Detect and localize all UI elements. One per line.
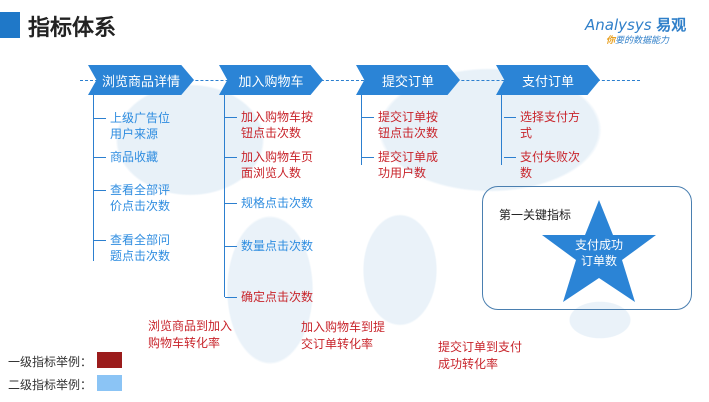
rate-browse-to-cart: 浏览商品到加入 购物车转化率 [148,319,233,350]
star-icon [542,200,656,302]
metric-submit-click: 提交订单按 钮点击次数 [361,110,439,140]
metric-quantity-click: 数量点击次数 [224,239,314,253]
rate-order-to-payment: 提交订单到支付 成功转化率 [438,340,523,371]
logo-brand: Analysys [585,16,652,34]
metric-payment-failures: 支付失败次 数 [503,150,581,180]
metric-confirm-click: 确定点击次数 [224,290,314,304]
tree-line-col3 [361,95,362,165]
stage-submit-order: 提交订单 [356,65,460,95]
metric-favorite: 商品收藏 [93,150,159,164]
stage-pay-order: 支付订单 [496,65,600,95]
logo-brand-cn: 易观 [656,16,687,34]
world-map-background [40,40,700,380]
metric-submit-success-users: 提交订单成 功用户数 [361,150,439,180]
tagline-accent: 你 [606,36,616,46]
metric-cart-page-views: 加入购物车页 面浏览人数 [224,150,314,180]
tree-line-col2 [224,95,225,297]
metric-add-cart-click: 加入购物车按 钮点击次数 [224,110,314,140]
metric-reviews-click: 查看全部评 价点击次数 [93,183,171,213]
title-accent-bar [0,12,20,38]
metric-payment-method: 选择支付方 式 [503,110,581,140]
legend-level2-swatch [97,375,122,391]
key-metric-value: 支付成功 订单数 [574,238,623,268]
logo: Analysys 易观 [585,14,686,35]
metric-spec-click: 规格点击次数 [224,196,314,210]
metric-ad-source: 上级广告位 用户来源 [93,111,171,141]
tagline-text: 要的数据能力 [615,36,670,46]
legend-level1-swatch [97,352,122,368]
page-title: 指标体系 [28,16,117,41]
stage-add-cart: 加入购物车 [219,65,323,95]
rate-cart-to-order: 加入购物车到提 交订单转化率 [301,320,386,351]
stage-browse: 浏览商品详情 [88,65,194,95]
legend-level2-label: 二级指标举例： [8,378,93,392]
legend-level1-label: 一级指标举例： [8,355,93,369]
key-metric-label: 第一关键指标 [499,208,572,222]
flow-dashed-line [80,80,640,81]
metric-questions-click: 查看全部问 题点击次数 [93,233,171,263]
tree-line-col4 [501,95,502,165]
key-metric-box [482,186,692,310]
tree-line-col1 [93,95,94,261]
logo-tagline: 你要的数据能力 [606,33,669,46]
